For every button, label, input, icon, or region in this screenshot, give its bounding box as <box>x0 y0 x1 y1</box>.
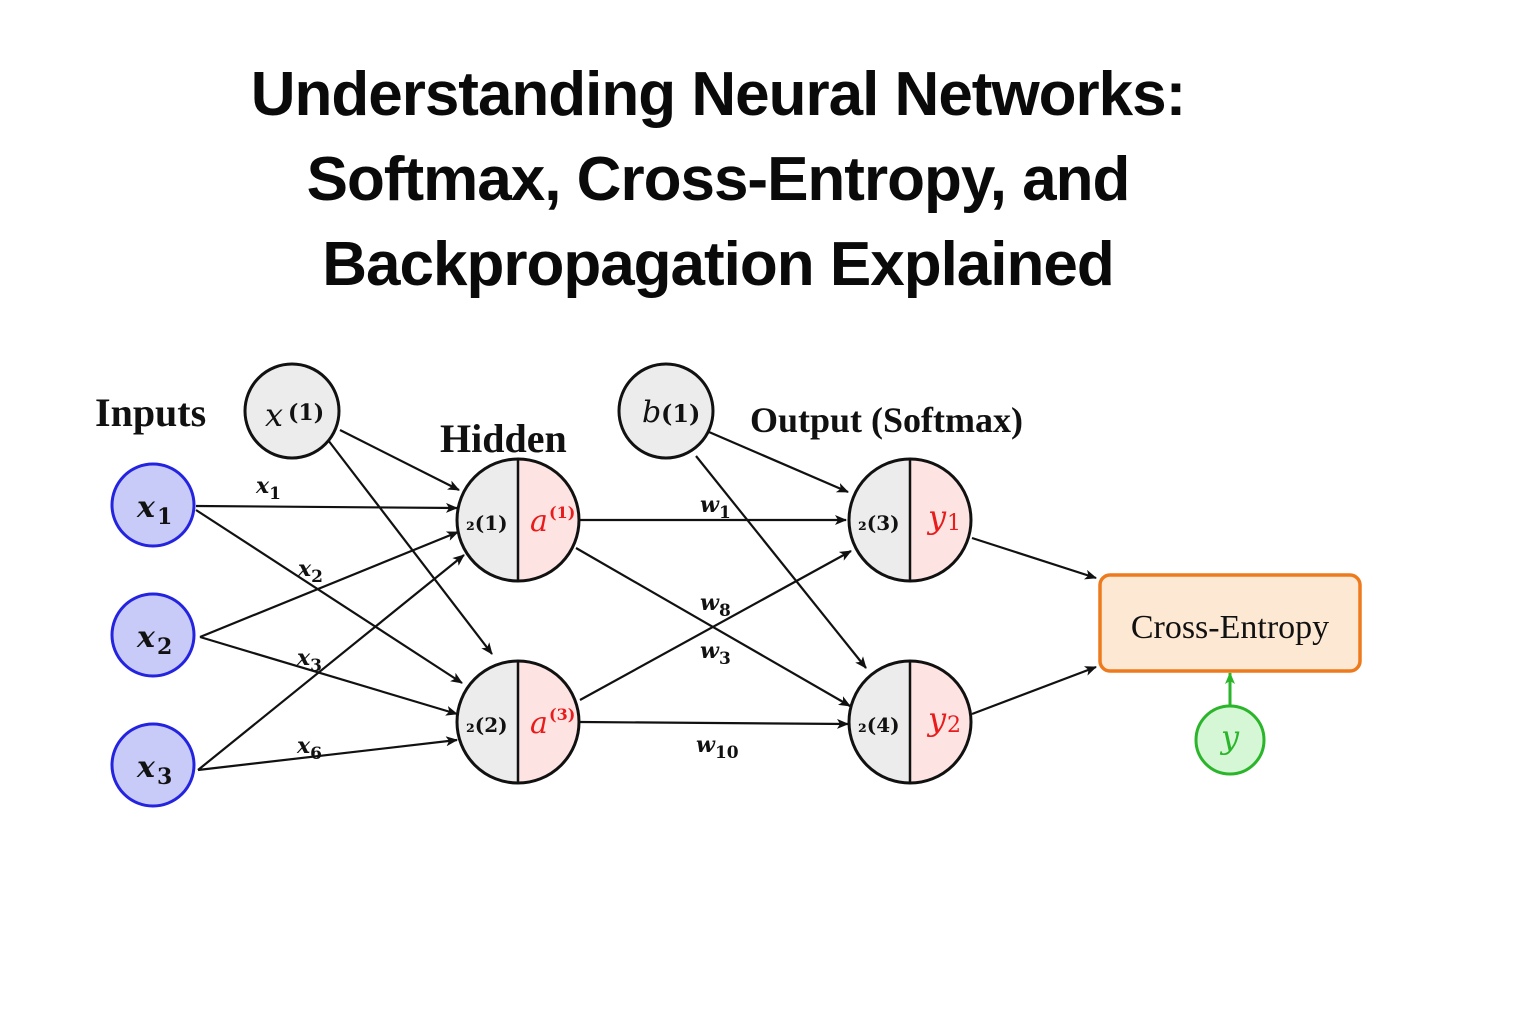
edge-x2-h1 <box>199 530 459 639</box>
output-label: y <box>926 498 947 536</box>
edge-x1-h1 <box>195 502 458 513</box>
title-line-2: Softmax, Cross-Entropy, and <box>306 145 1131 214</box>
activation-label: a <box>530 706 548 741</box>
edge-o1-loss <box>971 536 1097 580</box>
edge-weight-label: w10 <box>696 732 739 763</box>
bias-input-node[interactable]: x (1) <box>243 362 341 460</box>
hidden-node-1[interactable]: ₂(1) a (1) <box>455 457 581 583</box>
loss-box-rect <box>1098 573 1362 673</box>
input-node-circle <box>110 462 196 548</box>
output-label: y <box>926 700 947 738</box>
activation-superscript: (1) <box>549 503 575 522</box>
input-node-subscript: 1 <box>157 504 172 530</box>
node-outline <box>455 457 581 583</box>
bias-hidden-label: b <box>642 395 661 430</box>
title-line-1: Understanding Neural Networks: <box>250 60 1187 129</box>
edge-b1-o1 <box>708 430 849 494</box>
edge-x1-h2 <box>195 509 463 684</box>
bias-input-label: x <box>265 396 283 434</box>
edge-weight-label: w8 <box>700 590 731 621</box>
edge-xb-h1 <box>339 429 460 491</box>
pre-activation-label: ₂(2) <box>466 713 508 737</box>
edge-x2-h2 <box>199 635 458 716</box>
bias-hidden-circle <box>617 362 715 460</box>
edge-weight-label: x1 <box>255 473 281 504</box>
bias-input-circle <box>243 362 341 460</box>
node-outline <box>847 457 973 583</box>
edge-weight-label: w1 <box>700 492 731 523</box>
node-outline <box>455 659 581 785</box>
output-node-1[interactable]: ₂(3) y 1 <box>847 457 973 583</box>
hidden-node-2[interactable]: ₂(2) a (3) <box>455 659 581 785</box>
edge-weight-label: w3 <box>700 638 731 669</box>
input-node-circle <box>110 722 196 808</box>
input-node-subscript: 2 <box>157 634 172 660</box>
output-node-2[interactable]: ₂(4) y 2 <box>847 659 973 785</box>
pre-activation-label: ₂(4) <box>858 713 900 737</box>
title-line-3: Backpropagation Explained <box>322 230 1115 299</box>
output-subscript: 2 <box>947 713 961 738</box>
cross-entropy-loss-box[interactable]: Cross-Entropy <box>1098 573 1362 673</box>
input-node-x1[interactable]: x 1 <box>110 462 196 548</box>
target-label: y <box>1219 718 1240 756</box>
output-layer-label: Output (Softmax) <box>750 400 1023 440</box>
input-node-label: x <box>136 750 156 785</box>
input-node-subscript: 3 <box>157 764 172 790</box>
hidden-layer-label: Hidden <box>440 416 567 461</box>
output-subscript: 1 <box>947 511 961 536</box>
edge-x3-h2 <box>197 736 458 772</box>
bias-input-superscript: (1) <box>288 400 324 426</box>
input-node-label: x <box>136 490 156 525</box>
loss-box-label: Cross-Entropy <box>1131 609 1329 646</box>
pre-activation-label: ₂(3) <box>858 511 900 535</box>
pre-activation-label: ₂(1) <box>466 511 508 535</box>
edge-weight-label: x2 <box>297 556 323 587</box>
input-node-x2[interactable]: x 2 <box>110 592 196 678</box>
input-node-x3[interactable]: x 3 <box>110 722 196 808</box>
activation-label: a <box>530 504 548 539</box>
edge-weight-label: x6 <box>296 733 322 764</box>
activation-superscript: (3) <box>549 705 575 724</box>
edge-o2-loss <box>971 665 1097 716</box>
edge-b1-o2 <box>695 455 867 669</box>
target-node[interactable]: y <box>1194 704 1266 776</box>
inputs-layer-label: Inputs <box>95 390 206 435</box>
target-circle <box>1194 704 1266 776</box>
page-title: Understanding Neural Networks: Softmax, … <box>0 52 1436 307</box>
bias-hidden-node[interactable]: b (1) <box>617 362 715 460</box>
edge-h2-o1 <box>579 550 852 701</box>
edge-h2-o2 <box>579 718 849 729</box>
edge-weight-label: x3 <box>296 645 322 676</box>
edges-layer: x1 x2 x3 x6 w1 w8 w3 w10 <box>195 429 1235 772</box>
bias-hidden-superscript: (1) <box>661 399 700 428</box>
edge-x3-h1 <box>197 554 465 771</box>
node-outline <box>847 659 973 785</box>
edge-xb-h2 <box>327 439 493 655</box>
input-node-circle <box>110 592 196 678</box>
input-node-label: x <box>136 620 156 655</box>
